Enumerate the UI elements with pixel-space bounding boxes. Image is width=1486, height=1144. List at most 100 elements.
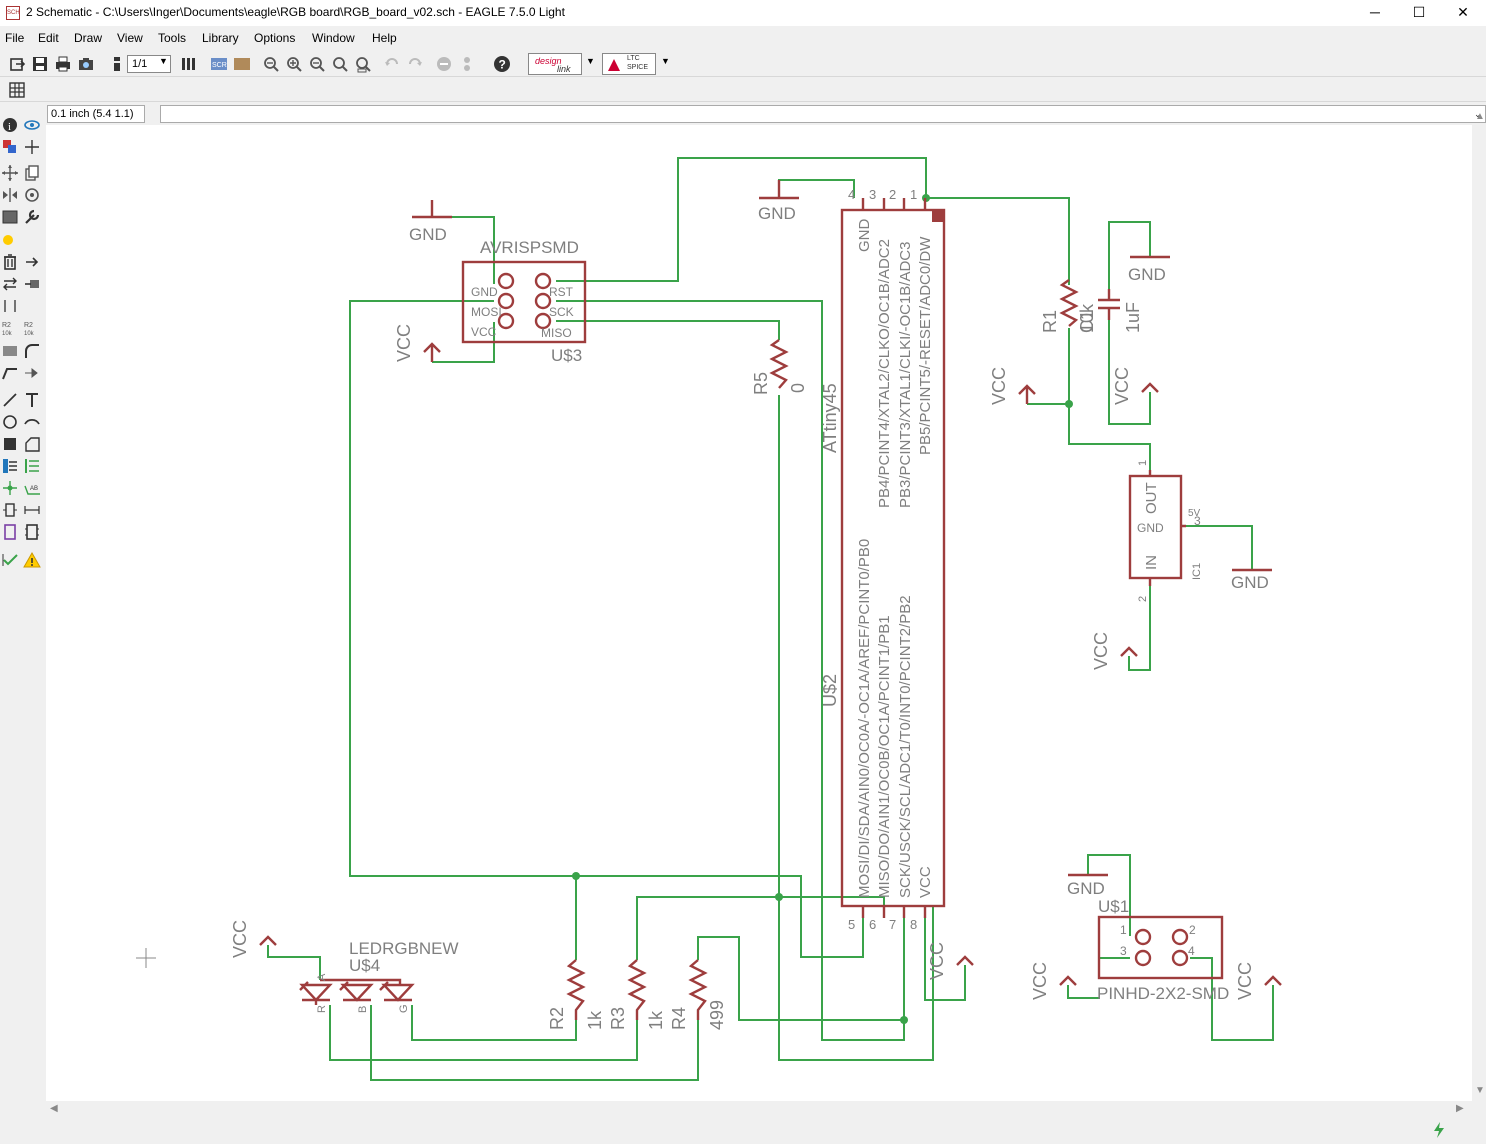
reg-pin-out: OUT <box>1143 482 1160 514</box>
replace-icon[interactable] <box>23 275 41 293</box>
info-icon[interactable]: i <box>1 116 19 134</box>
show-icon[interactable] <box>23 116 41 134</box>
stop-icon[interactable] <box>435 55 453 73</box>
net-wire <box>1108 221 1151 289</box>
c1-value: 1uF <box>1123 302 1143 333</box>
group-icon[interactable] <box>1 208 19 226</box>
smash-icon[interactable] <box>1 342 19 360</box>
script-icon[interactable]: SCR <box>210 55 228 73</box>
vertical-scrollbar[interactable]: ▲ ▼ <box>1472 111 1486 1101</box>
rect-icon[interactable] <box>1 435 19 453</box>
redo-icon[interactable] <box>406 55 424 73</box>
reg-value: 5V <box>1188 508 1201 519</box>
polygon-icon[interactable] <box>23 435 41 453</box>
menu-options[interactable]: Options <box>254 31 296 45</box>
menu-help[interactable]: Help <box>372 31 397 45</box>
copy-icon[interactable] <box>23 164 41 182</box>
dimension-icon[interactable] <box>23 501 41 519</box>
chevron-down-icon[interactable]: ▼ <box>159 56 168 66</box>
add-icon[interactable] <box>23 253 41 271</box>
led-pin-b: B <box>357 1006 369 1013</box>
mcu-pin <box>861 198 927 210</box>
zoom-in-icon[interactable] <box>285 55 303 73</box>
mirror-icon[interactable] <box>1 186 19 204</box>
menu-tools[interactable]: Tools <box>158 31 187 45</box>
help-icon[interactable]: ? <box>493 55 511 73</box>
label-icon[interactable]: AB <box>23 479 41 497</box>
gateswap-icon[interactable] <box>1 297 19 315</box>
menu-window[interactable]: Window <box>312 31 355 45</box>
net-icon[interactable] <box>23 457 41 475</box>
vcc-symbol <box>1120 646 1138 657</box>
zoom-redraw-icon[interactable] <box>331 55 349 73</box>
scroll-right-icon[interactable]: ▶ <box>1456 1103 1464 1114</box>
mark-icon[interactable] <box>23 138 41 156</box>
chevron-down-icon[interactable]: ▼ <box>586 56 595 66</box>
chevron-down-icon[interactable]: ▼ <box>661 56 670 66</box>
paste-icon[interactable] <box>1 231 19 249</box>
print-icon[interactable] <box>54 55 72 73</box>
invoke-icon[interactable] <box>23 364 41 382</box>
go-icon[interactable] <box>458 55 476 73</box>
delete-icon[interactable] <box>1 253 19 271</box>
modulepart-icon[interactable] <box>23 523 41 541</box>
avrisp-pad <box>497 312 515 330</box>
menu-draw[interactable]: Draw <box>74 31 103 45</box>
board-icon[interactable] <box>180 55 198 73</box>
menu-edit[interactable]: Edit <box>38 31 59 45</box>
maximize-button[interactable]: ☐ <box>1412 4 1426 20</box>
junction-icon[interactable] <box>1 479 19 497</box>
designlink-button[interactable]: design link <box>528 53 582 75</box>
avrisp-name: AVRISPSMD <box>480 238 579 257</box>
ulp-icon[interactable] <box>233 55 251 73</box>
cam-icon[interactable] <box>77 55 95 73</box>
errors-icon[interactable] <box>23 551 41 569</box>
scroll-left-icon[interactable]: ◀ <box>50 1103 58 1114</box>
pinswap-icon[interactable] <box>1 275 19 293</box>
schematic-text: AVRISPSMD U$3 GND GND GND GND GND U$1 PI… <box>349 204 1269 1003</box>
sheet-icon[interactable] <box>108 55 126 73</box>
minimize-button[interactable]: ─ <box>1370 4 1380 20</box>
arc-icon[interactable] <box>23 413 41 431</box>
zoom-out-icon[interactable] <box>308 55 326 73</box>
wire-icon[interactable] <box>1 391 19 409</box>
command-input[interactable] <box>160 105 1486 123</box>
horizontal-scrollbar[interactable]: ◀ ▶ <box>46 1101 1472 1117</box>
circle-icon[interactable] <box>1 413 19 431</box>
text-icon[interactable] <box>23 391 41 409</box>
avrisp-pin-mosi: MOSI <box>471 305 502 319</box>
move-icon[interactable] <box>1 164 19 182</box>
zoom-fit-icon[interactable] <box>262 55 280 73</box>
net-wire <box>432 322 495 363</box>
open-icon[interactable] <box>8 55 26 73</box>
sheet-select[interactable]: 1/1 <box>127 55 171 73</box>
schematic-canvas[interactable]: AVRISPSMD U$3 GND GND GND GND GND U$1 PI… <box>46 125 1472 1101</box>
chevron-down-icon[interactable]: ⌄ <box>1474 109 1482 119</box>
menu-library[interactable]: Library <box>202 31 239 45</box>
erc-icon[interactable] <box>1 551 19 569</box>
mcu-pin-numbers: 4 3 2 1 5 6 7 8 <box>848 187 917 932</box>
attribute-icon[interactable] <box>1 501 19 519</box>
grid-icon[interactable] <box>8 81 26 99</box>
bus-icon[interactable] <box>1 457 19 475</box>
menu-view[interactable]: View <box>117 31 143 45</box>
ltspice-button[interactable]: LTC SPICE <box>602 53 656 75</box>
display-icon[interactable] <box>1 138 19 156</box>
zoom-select-icon[interactable] <box>354 55 372 73</box>
rotate-icon[interactable] <box>23 186 41 204</box>
scroll-up-icon[interactable]: ▲ <box>1475 111 1485 122</box>
save-icon[interactable] <box>31 55 49 73</box>
split-icon[interactable] <box>1 364 19 382</box>
change-icon[interactable] <box>23 208 41 226</box>
net-wire <box>636 896 885 960</box>
menu-file[interactable]: File <box>5 31 25 45</box>
close-button[interactable]: ✕ <box>1457 4 1469 20</box>
scroll-down-icon[interactable]: ▼ <box>1475 1085 1485 1096</box>
miter-icon[interactable] <box>23 342 41 360</box>
avrisp-pin-sck: SCK <box>549 305 574 319</box>
undo-icon[interactable] <box>383 55 401 73</box>
lightning-icon[interactable] <box>1430 1121 1448 1139</box>
frame-icon[interactable] <box>1 523 19 541</box>
